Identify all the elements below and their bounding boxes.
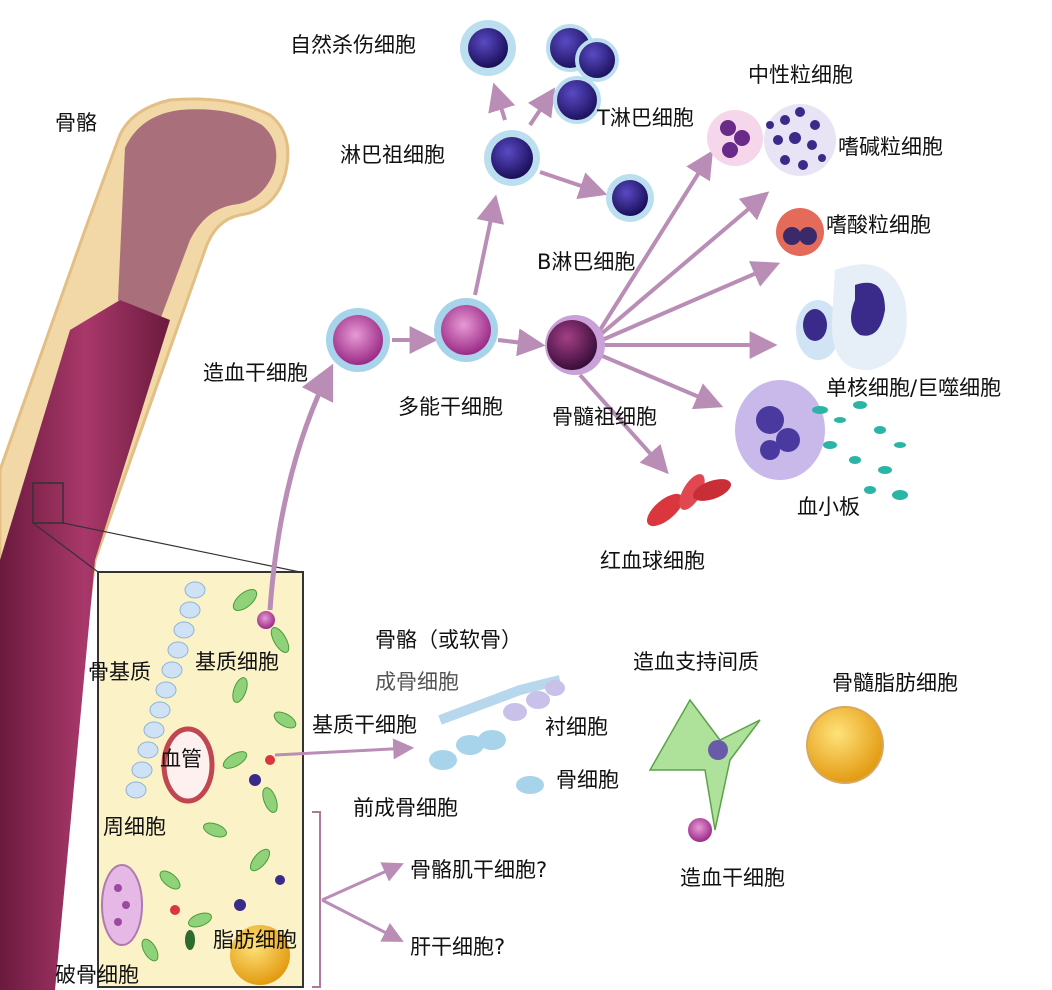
label-eosinophil: 嗜酸粒细胞 [826,215,931,236]
label-platelet: 血小板 [797,497,860,518]
label-monocyte: 单核细胞/巨噬细胞 [826,378,1001,399]
label-hsc-bottom: 造血干细胞 [680,868,785,889]
marrow-adipocyte-cell [807,707,883,783]
hsc-cell [326,308,390,372]
label-bone: 骨骼 [55,113,97,134]
label-myeloid-progenitor: 骨髓祖细胞 [552,407,657,428]
label-liver-stem: 肝干细胞? [410,937,505,958]
rbc-cells [642,470,734,532]
label-lymphoid-progenitor: 淋巴祖细胞 [340,145,445,166]
arrow-lymphoid-to-t [530,92,552,125]
inset-stem-cell [257,611,275,629]
arrow-to-muscle-stem [322,865,400,900]
label-osteoblast: 成骨细胞 [375,672,459,693]
label-b-lymph: B淋巴细胞 [537,252,635,273]
basophil-cell [764,104,836,176]
label-bone-cartilage: 骨骼（或软骨） [375,630,522,651]
label-t-lymph: T淋巴细胞 [597,108,694,129]
label-blood-vessel: 血管 [160,749,202,770]
label-marrow-adipocyte: 骨髓脂肪细胞 [832,673,958,694]
inset-bracket [312,812,320,987]
hematopoietic-stroma-cell [650,700,760,842]
bone-head-spongy [118,109,276,320]
arrow-mpp-to-myeloid [498,340,540,345]
label-multipotent: 多能干细胞 [398,397,503,418]
arrow-myeloid-to-eosinophil [602,265,775,340]
monocyte-macrophage-cells [796,264,907,370]
eosinophil-cell [776,208,824,256]
label-stromal-cell: 基质细胞 [195,652,279,673]
myeloid-progenitor-cell [545,315,605,375]
label-bone-matrix: 骨基质 [88,662,151,683]
label-osteoclast: 破骨细胞 [55,965,139,986]
arrow-lymphoid-to-nk [495,88,505,120]
label-basophil: 嗜碱粒细胞 [838,137,943,158]
label-hsc: 造血干细胞 [203,363,308,384]
label-muscle-stem: 骨骼肌干细胞? [410,860,547,881]
arrow-myeloid-to-platelet [600,355,718,405]
label-lining-cell: 衬细胞 [545,717,608,738]
b-cell [606,174,654,222]
arrow-lymphoid-to-b [540,172,602,193]
nk-cell [460,20,516,76]
arrow-mpp-to-lymphoid [475,200,495,295]
marrow-inset [98,572,320,987]
label-adipocyte: 脂肪细胞 [213,930,297,951]
label-pericyte: 周细胞 [103,817,166,838]
label-hematopoietic-stroma: 造血支持间质 [633,652,759,673]
multipotent-cell [434,298,498,362]
label-mesenchymal-stem: 基质干细胞 [312,715,417,736]
neutrophil-cell [707,110,763,166]
label-nk-cell: 自然杀伤细胞 [290,35,416,56]
arrow-to-liver-stem [322,900,400,940]
label-pre-osteoblast: 前成骨细胞 [353,798,458,819]
label-rbc: 红血球细胞 [600,551,705,572]
label-neutrophil: 中性粒细胞 [748,65,853,86]
arrows [270,88,775,940]
label-osteocyte: 骨细胞 [556,770,619,791]
lymphoid-progenitor-cell [484,130,540,186]
